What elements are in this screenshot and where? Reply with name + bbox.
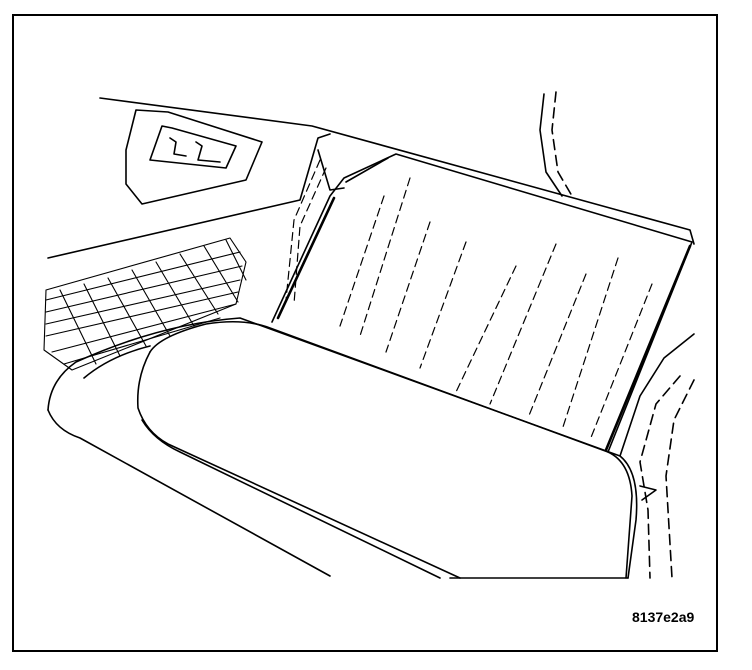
door-trim-right — [619, 333, 695, 579]
diagram-frame — [12, 14, 718, 652]
seat-cushion — [149, 320, 633, 579]
door-lower-edge — [47, 133, 331, 259]
figure-code: 8137e2a9 — [632, 609, 695, 625]
door-panel-top-line — [99, 97, 695, 245]
seat-cushion-front — [136, 351, 461, 579]
seat-cushion-trim — [47, 317, 638, 579]
seat-back-right-edge — [604, 244, 692, 452]
door-switch-inner — [149, 125, 237, 169]
cargo-net — [43, 237, 247, 371]
seat-back-bolster — [285, 159, 327, 305]
door-switch-panel — [125, 109, 263, 205]
door-seal — [539, 93, 563, 197]
seat-back-left-edge — [276, 196, 336, 320]
seat-back-pleats — [339, 177, 653, 441]
